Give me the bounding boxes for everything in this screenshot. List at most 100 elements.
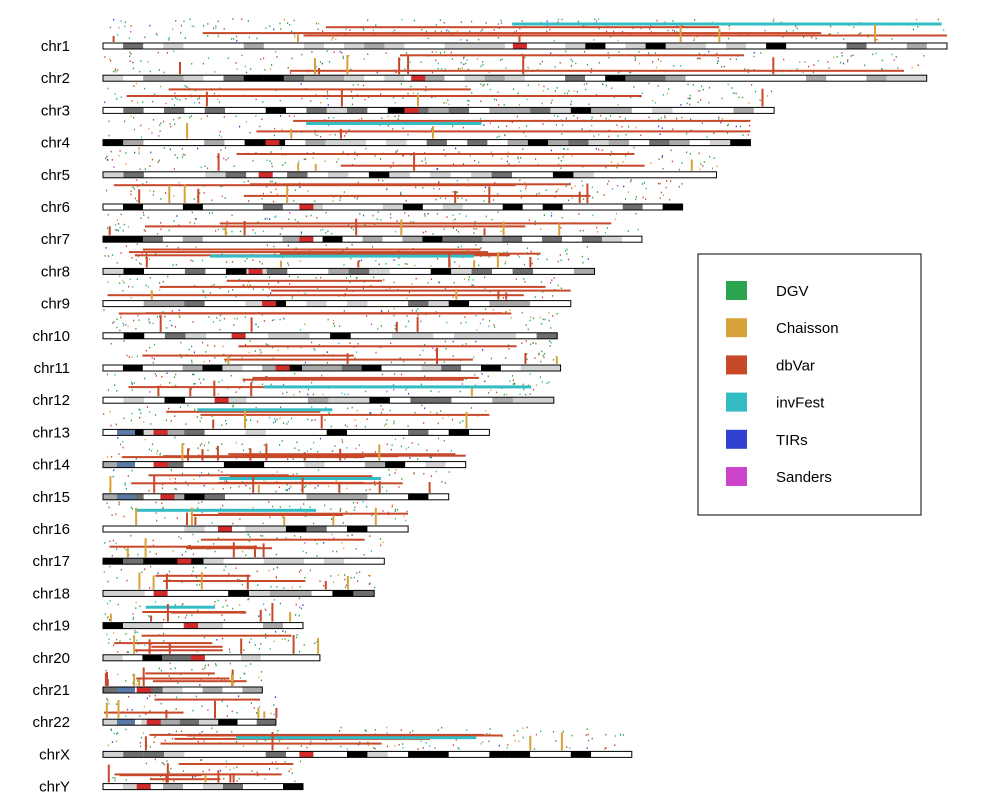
band	[163, 558, 184, 565]
variant-mark	[356, 154, 358, 157]
band	[304, 43, 325, 49]
variant-mark	[294, 780, 296, 783]
band	[806, 43, 827, 49]
variant-mark	[497, 23, 499, 25]
variant-mark	[543, 214, 545, 216]
variant-mark	[613, 30, 615, 33]
variant-mark	[260, 58, 262, 60]
variant-mark	[699, 89, 701, 92]
variant-mark	[728, 25, 730, 27]
band	[142, 365, 163, 371]
variant-mark	[350, 257, 352, 260]
band	[582, 204, 603, 210]
variant-spike	[197, 188, 200, 203]
variant-mark	[193, 222, 196, 225]
variant-mark	[657, 125, 660, 128]
band	[246, 171, 267, 178]
variant-mark	[185, 98, 187, 100]
variant-mark	[137, 101, 139, 104]
band	[588, 139, 609, 146]
band	[421, 365, 442, 371]
variant-mark	[352, 501, 355, 504]
variant-mark	[160, 85, 162, 88]
ideogram	[102, 525, 409, 533]
band	[225, 429, 246, 436]
variant-spike	[153, 476, 156, 493]
variant-spike	[317, 638, 320, 654]
legend-label: Chaisson	[776, 320, 839, 337]
variant-mark	[617, 39, 619, 42]
legend-item-dbvar: dbVar	[726, 355, 815, 375]
variant-mark	[413, 472, 415, 474]
band	[345, 139, 367, 146]
variant-mark	[542, 291, 544, 293]
variant-mark	[224, 147, 227, 149]
variant-mark	[380, 325, 382, 327]
variant-mark	[295, 614, 297, 616]
variant-mark	[509, 380, 511, 382]
variant-mark	[214, 601, 216, 603]
variant-mark	[561, 216, 563, 219]
variant-mark	[525, 324, 527, 326]
variant-mark	[139, 70, 141, 73]
variant-mark	[448, 30, 450, 33]
band	[524, 75, 546, 82]
variant-mark	[112, 475, 114, 478]
variant-mark	[421, 404, 423, 407]
variant-mark	[191, 211, 193, 214]
variant-mark	[443, 361, 445, 363]
variant-mark	[513, 734, 515, 737]
variant-mark	[648, 53, 650, 55]
variant-mark	[598, 148, 600, 151]
variant-mark	[666, 92, 668, 95]
variant-mark	[225, 360, 227, 363]
variant-mark	[492, 309, 494, 311]
variant-mark	[697, 101, 699, 104]
variant-mark	[385, 52, 387, 54]
variant-mark	[116, 318, 118, 320]
variant-mark	[436, 212, 438, 215]
variant-mark	[258, 676, 260, 679]
variant-mark	[108, 134, 110, 137]
variant-mark	[222, 345, 224, 348]
variant-mark	[122, 322, 124, 324]
variant-mark	[178, 535, 180, 538]
band	[225, 268, 247, 275]
variant-mark	[191, 573, 193, 576]
variant-mark	[179, 406, 181, 409]
variant-mark	[422, 349, 424, 352]
band	[263, 75, 284, 82]
variant-mark	[348, 129, 350, 131]
band	[348, 171, 370, 178]
variant-mark	[833, 56, 835, 59]
variant-mark	[276, 418, 278, 421]
ideogram	[102, 718, 277, 726]
variant-mark	[215, 663, 217, 665]
variant-mark	[107, 615, 109, 618]
variant-spike	[257, 707, 260, 719]
variant-mark	[168, 570, 170, 573]
variant-mark	[525, 393, 527, 396]
variant-mark	[435, 198, 437, 201]
variant-mark	[181, 148, 183, 150]
variant-mark	[446, 29, 448, 32]
variant-mark	[420, 383, 422, 386]
band	[242, 687, 263, 693]
variant-mark	[176, 517, 178, 519]
variant-mark	[635, 198, 637, 201]
variant-mark	[243, 649, 245, 651]
variant-mark	[314, 642, 316, 645]
band	[451, 397, 473, 404]
variant-mark	[527, 328, 529, 331]
centromere	[184, 622, 199, 629]
variant-mark	[254, 232, 256, 234]
variant-mark	[858, 33, 860, 35]
variant-mark	[124, 482, 126, 484]
variant-mark	[148, 489, 150, 492]
variant-mark	[174, 667, 176, 669]
variant-mark	[236, 780, 238, 782]
variant-mark	[457, 197, 459, 199]
variant-mark	[689, 97, 691, 100]
variant-mark	[172, 550, 174, 552]
variant-mark	[207, 664, 209, 666]
